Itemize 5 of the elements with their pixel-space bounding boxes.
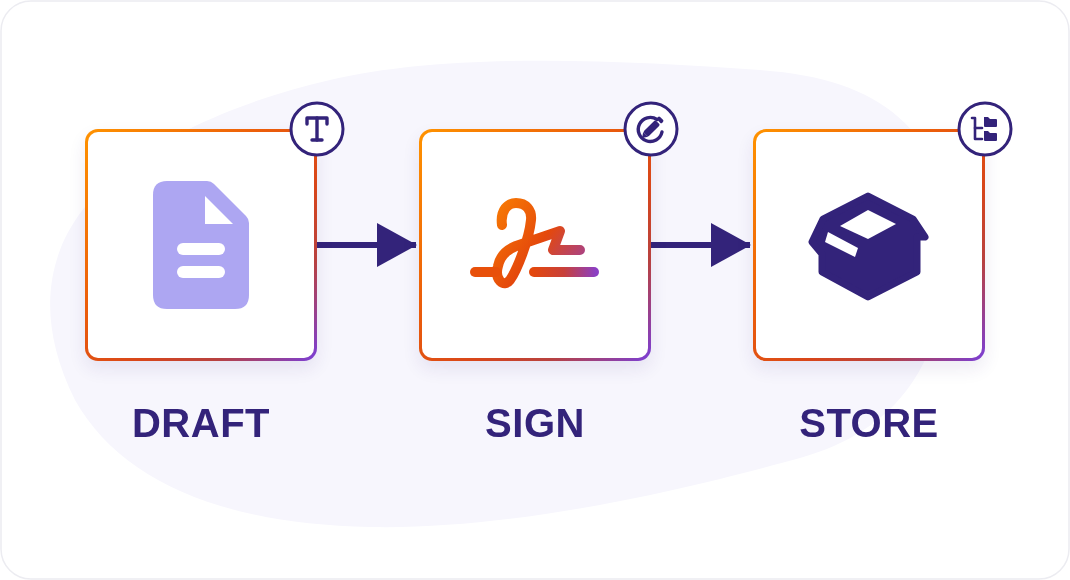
arrow: [317, 223, 417, 267]
step-title: STORE: [799, 400, 939, 447]
arrow: [651, 223, 751, 267]
step-title: DRAFT: [132, 400, 270, 447]
step-title: SIGN: [485, 400, 585, 447]
